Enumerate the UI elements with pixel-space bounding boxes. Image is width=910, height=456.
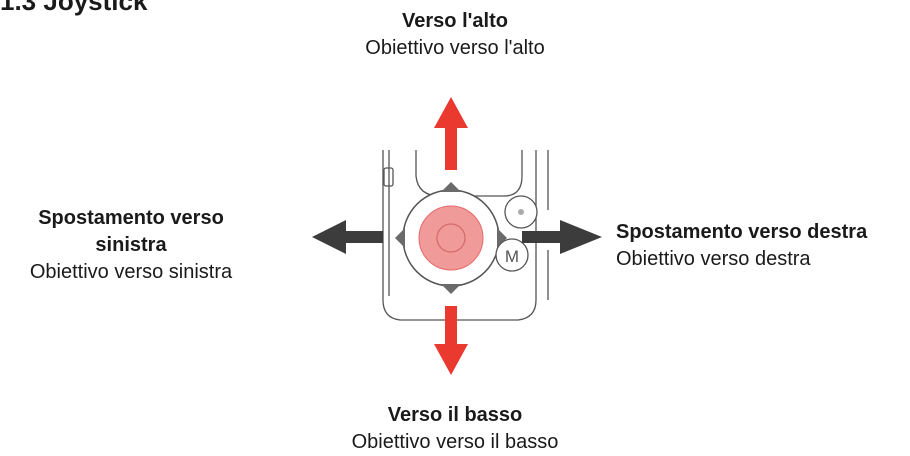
joystick-knob-center xyxy=(436,223,466,253)
arrow-up-icon xyxy=(434,97,468,170)
arrow-down-icon xyxy=(434,306,468,375)
label-right-desc: Obiettivo verso destra xyxy=(616,248,811,270)
joystick-knob xyxy=(418,205,484,271)
label-down-desc: Obiettivo verso il basso xyxy=(351,431,559,453)
arrow-left-icon xyxy=(312,220,383,254)
label-right: Spostamento verso destra Obiettivo verso… xyxy=(616,219,910,273)
label-left: Spostamento verso sinistra Obiettivo ver… xyxy=(0,205,262,286)
caret-up-icon xyxy=(441,182,461,192)
label-right-title: Spostamento verso destra xyxy=(616,221,868,243)
label-down: Verso il basso Obiettivo verso il basso xyxy=(300,402,610,456)
m-button xyxy=(495,238,529,272)
label-up: Verso l'alto Obiettivo verso l'alto xyxy=(300,8,610,62)
label-up-title: Verso l'alto xyxy=(402,10,508,32)
label-up-desc: Obiettivo verso l'alto xyxy=(365,37,545,59)
caret-down-icon xyxy=(441,284,461,294)
record-dot-icon xyxy=(518,209,524,215)
section-title: 1.3 Joystick xyxy=(0,0,148,16)
direction-carets xyxy=(395,182,507,294)
label-down-title: Verso il basso xyxy=(387,404,523,426)
dark-arrows xyxy=(312,220,602,254)
arrow-right-icon xyxy=(522,220,602,254)
m-button-label: M xyxy=(505,247,519,266)
label-left-title: Spostamento verso sinistra xyxy=(38,207,224,256)
label-left-desc: Obiettivo verso sinistra xyxy=(29,261,233,283)
caret-left-icon xyxy=(395,228,405,248)
caret-right-icon xyxy=(497,228,507,248)
red-arrows xyxy=(434,97,468,375)
